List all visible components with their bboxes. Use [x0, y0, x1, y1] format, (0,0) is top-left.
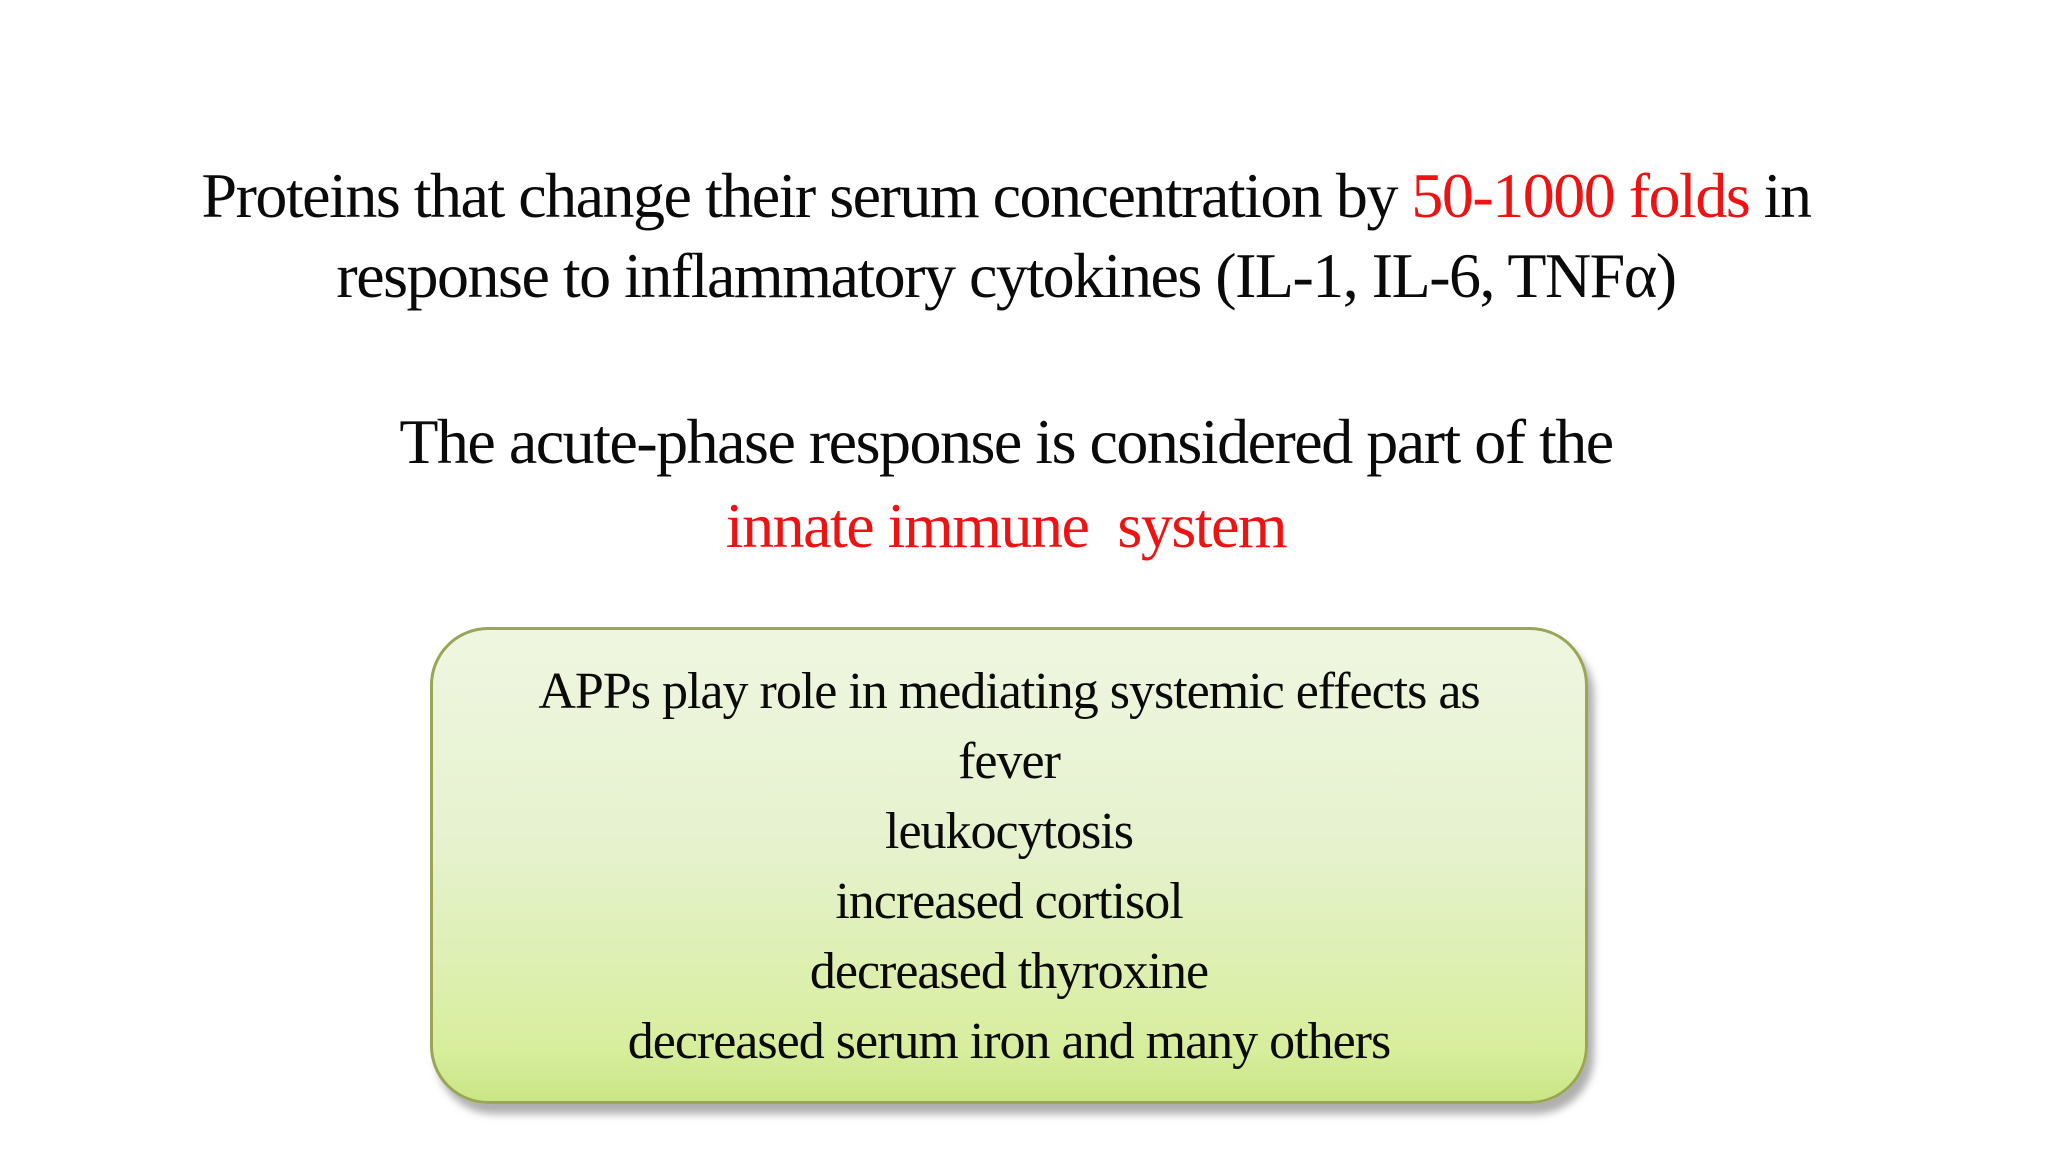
title-line-1: Proteins that change their serum concent… [0, 156, 2012, 236]
apps-effects-box: APPs play role in mediating systemic eff… [430, 627, 1588, 1104]
apps-effects-line-cortisol: increased cortisol [835, 873, 1183, 930]
apps-effects-line-fever: fever [958, 733, 1061, 790]
apps-effects-line-leukocytosis: leukocytosis [885, 803, 1134, 860]
apps-effects-text: APPs play role in mediating systemic eff… [433, 630, 1585, 1077]
apps-effects-line-iron: decreased serum iron and many others [627, 1013, 1391, 1070]
apps-effects-line-thyroxine: decreased thyroxine [809, 943, 1209, 1000]
title-text: Proteins that change their serum concent… [201, 160, 1412, 231]
statement-line-1: The acute-phase response is considered p… [399, 406, 1614, 477]
title-line-2: response to inflammatory cytokines (IL-1… [336, 240, 1677, 311]
title-text-end: in [1749, 160, 1812, 231]
slide-title: Proteins that change their serum concent… [0, 156, 2012, 316]
title-highlight-folds: 50-1000 folds [1411, 160, 1750, 231]
acute-phase-statement: The acute-phase response is considered p… [0, 400, 2012, 568]
innate-immune-highlight: innate immune system [725, 490, 1288, 561]
apps-effects-line-intro: APPs play role in mediating systemic eff… [538, 663, 1480, 720]
